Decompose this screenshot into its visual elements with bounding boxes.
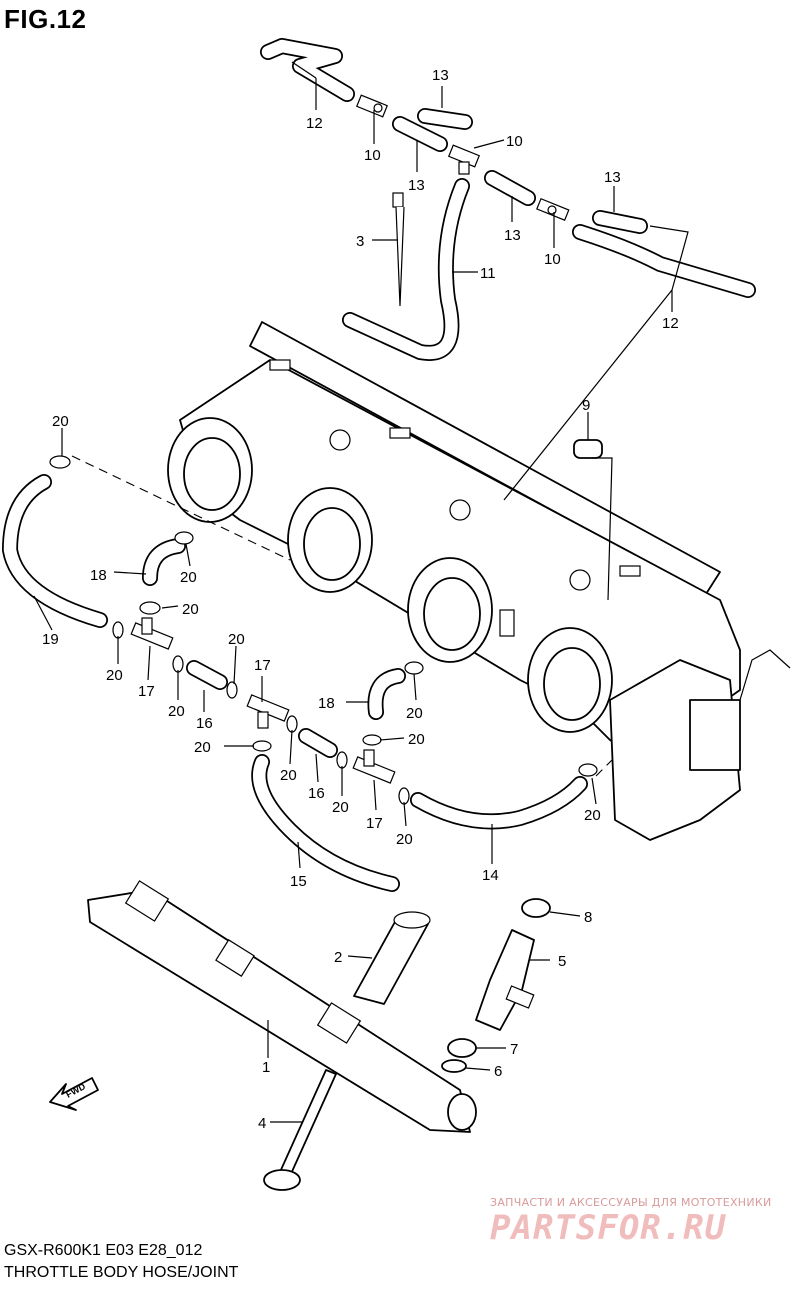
left-hose-system	[2, 455, 598, 892]
fuel-seal-2	[353, 911, 431, 1005]
tee-joint-17-left	[130, 617, 174, 650]
callout-16-right: 16	[308, 785, 325, 802]
throttle-sensor-cap	[689, 699, 741, 771]
callout-20-b: 20	[180, 569, 197, 586]
cap-13-top	[417, 108, 473, 130]
callout-16-left: 16	[196, 715, 213, 732]
callout-9: 9	[582, 397, 590, 414]
pipe-16-left	[186, 660, 228, 690]
callout-15: 15	[290, 873, 307, 890]
callout-18-right: 18	[318, 695, 335, 712]
hose-18-left	[142, 538, 186, 586]
seal-7	[447, 1038, 477, 1058]
callout-numbers: 12 10 13 13 10 3 11 13 10 13 12 9 20 18 …	[42, 67, 679, 1132]
callout-14: 14	[482, 867, 499, 884]
callout-13-upper: 13	[408, 177, 425, 194]
top-hose-assembly	[260, 38, 756, 361]
pipe-13-upper	[392, 116, 448, 152]
forward-direction-arrow: FWD	[49, 1077, 99, 1111]
callout-20-a: 20	[52, 413, 69, 430]
tee-joint-17-right	[352, 749, 396, 784]
joint-10-right	[536, 197, 570, 221]
callout-11: 11	[480, 265, 496, 282]
throttle-bores	[167, 417, 613, 733]
model-code: GSX-R600K1 E03 E28_012	[4, 1242, 203, 1259]
pipe-13-middle	[484, 170, 536, 206]
cap-13-right	[592, 210, 648, 234]
watermark-tagline: ЗАПЧАСТИ И АКСЕССУАРЫ ДЛЯ МОТОТЕХНИКИ	[490, 1196, 772, 1209]
callout-10-center: 10	[506, 133, 523, 150]
hose-15	[251, 754, 400, 892]
callout-3: 3	[356, 233, 364, 250]
throttle-sensor-wire	[739, 649, 791, 701]
cable-tie-3	[392, 192, 405, 307]
injector-5	[475, 929, 535, 1031]
callout-19: 19	[42, 631, 59, 648]
callout-17-right: 17	[366, 815, 383, 832]
callout-13-top: 13	[432, 67, 449, 84]
callout-12-upper: 12	[306, 115, 323, 132]
callout-2: 2	[334, 949, 342, 966]
leader-lines	[33, 61, 689, 1123]
callout-20-j: 20	[408, 731, 425, 748]
callout-17-left: 17	[138, 683, 155, 700]
callout-20-l: 20	[396, 831, 413, 848]
callout-20-h: 20	[280, 767, 297, 784]
callout-12-right: 12	[662, 315, 679, 332]
tee-joint-10-center	[447, 144, 481, 175]
joint-10-upper	[355, 94, 389, 118]
callout-20-d: 20	[106, 667, 123, 684]
callout-18-left: 18	[90, 567, 107, 584]
bolt-4	[263, 1069, 337, 1191]
callout-20-f: 20	[228, 631, 245, 648]
hose-12-right	[572, 224, 756, 298]
callout-13-right: 13	[604, 169, 621, 186]
callout-20-m: 20	[584, 807, 601, 824]
throttle-body-assembly	[167, 321, 791, 841]
figure-caption: THROTTLE BODY HOSE/JOINT	[4, 1264, 239, 1281]
callout-20-c: 20	[182, 601, 199, 618]
callout-10-right: 10	[544, 251, 561, 268]
throttle-linkage	[269, 359, 641, 637]
callout-4: 4	[258, 1115, 266, 1132]
callout-20-e: 20	[168, 703, 185, 720]
o-ring-8	[521, 898, 551, 918]
fuel-rail-assembly	[87, 880, 551, 1191]
callout-20-i: 20	[406, 705, 423, 722]
callout-5: 5	[558, 953, 566, 970]
figure-title: FIG.12	[4, 4, 87, 34]
callout-10-upper: 10	[364, 147, 381, 164]
hose-19	[2, 474, 108, 628]
plug-9	[573, 439, 603, 459]
callout-7: 7	[510, 1041, 518, 1058]
hose-14	[410, 776, 588, 830]
hose-11	[342, 178, 470, 361]
callout-20-k: 20	[332, 799, 349, 816]
o-ring-6	[441, 1059, 467, 1073]
callout-8: 8	[584, 909, 592, 926]
hose-18-right	[367, 668, 406, 720]
pipe-16-right	[298, 728, 338, 758]
callout-13-middle: 13	[504, 227, 521, 244]
tee-joint-17-middle	[246, 694, 290, 729]
callout-6: 6	[494, 1063, 502, 1080]
callout-1: 1	[262, 1059, 270, 1076]
hose-12-upper	[260, 38, 355, 102]
callout-17-middle: 17	[254, 657, 271, 674]
callout-20-g: 20	[194, 739, 211, 756]
watermark-brand: PARTSFOR.RU	[490, 1208, 727, 1248]
